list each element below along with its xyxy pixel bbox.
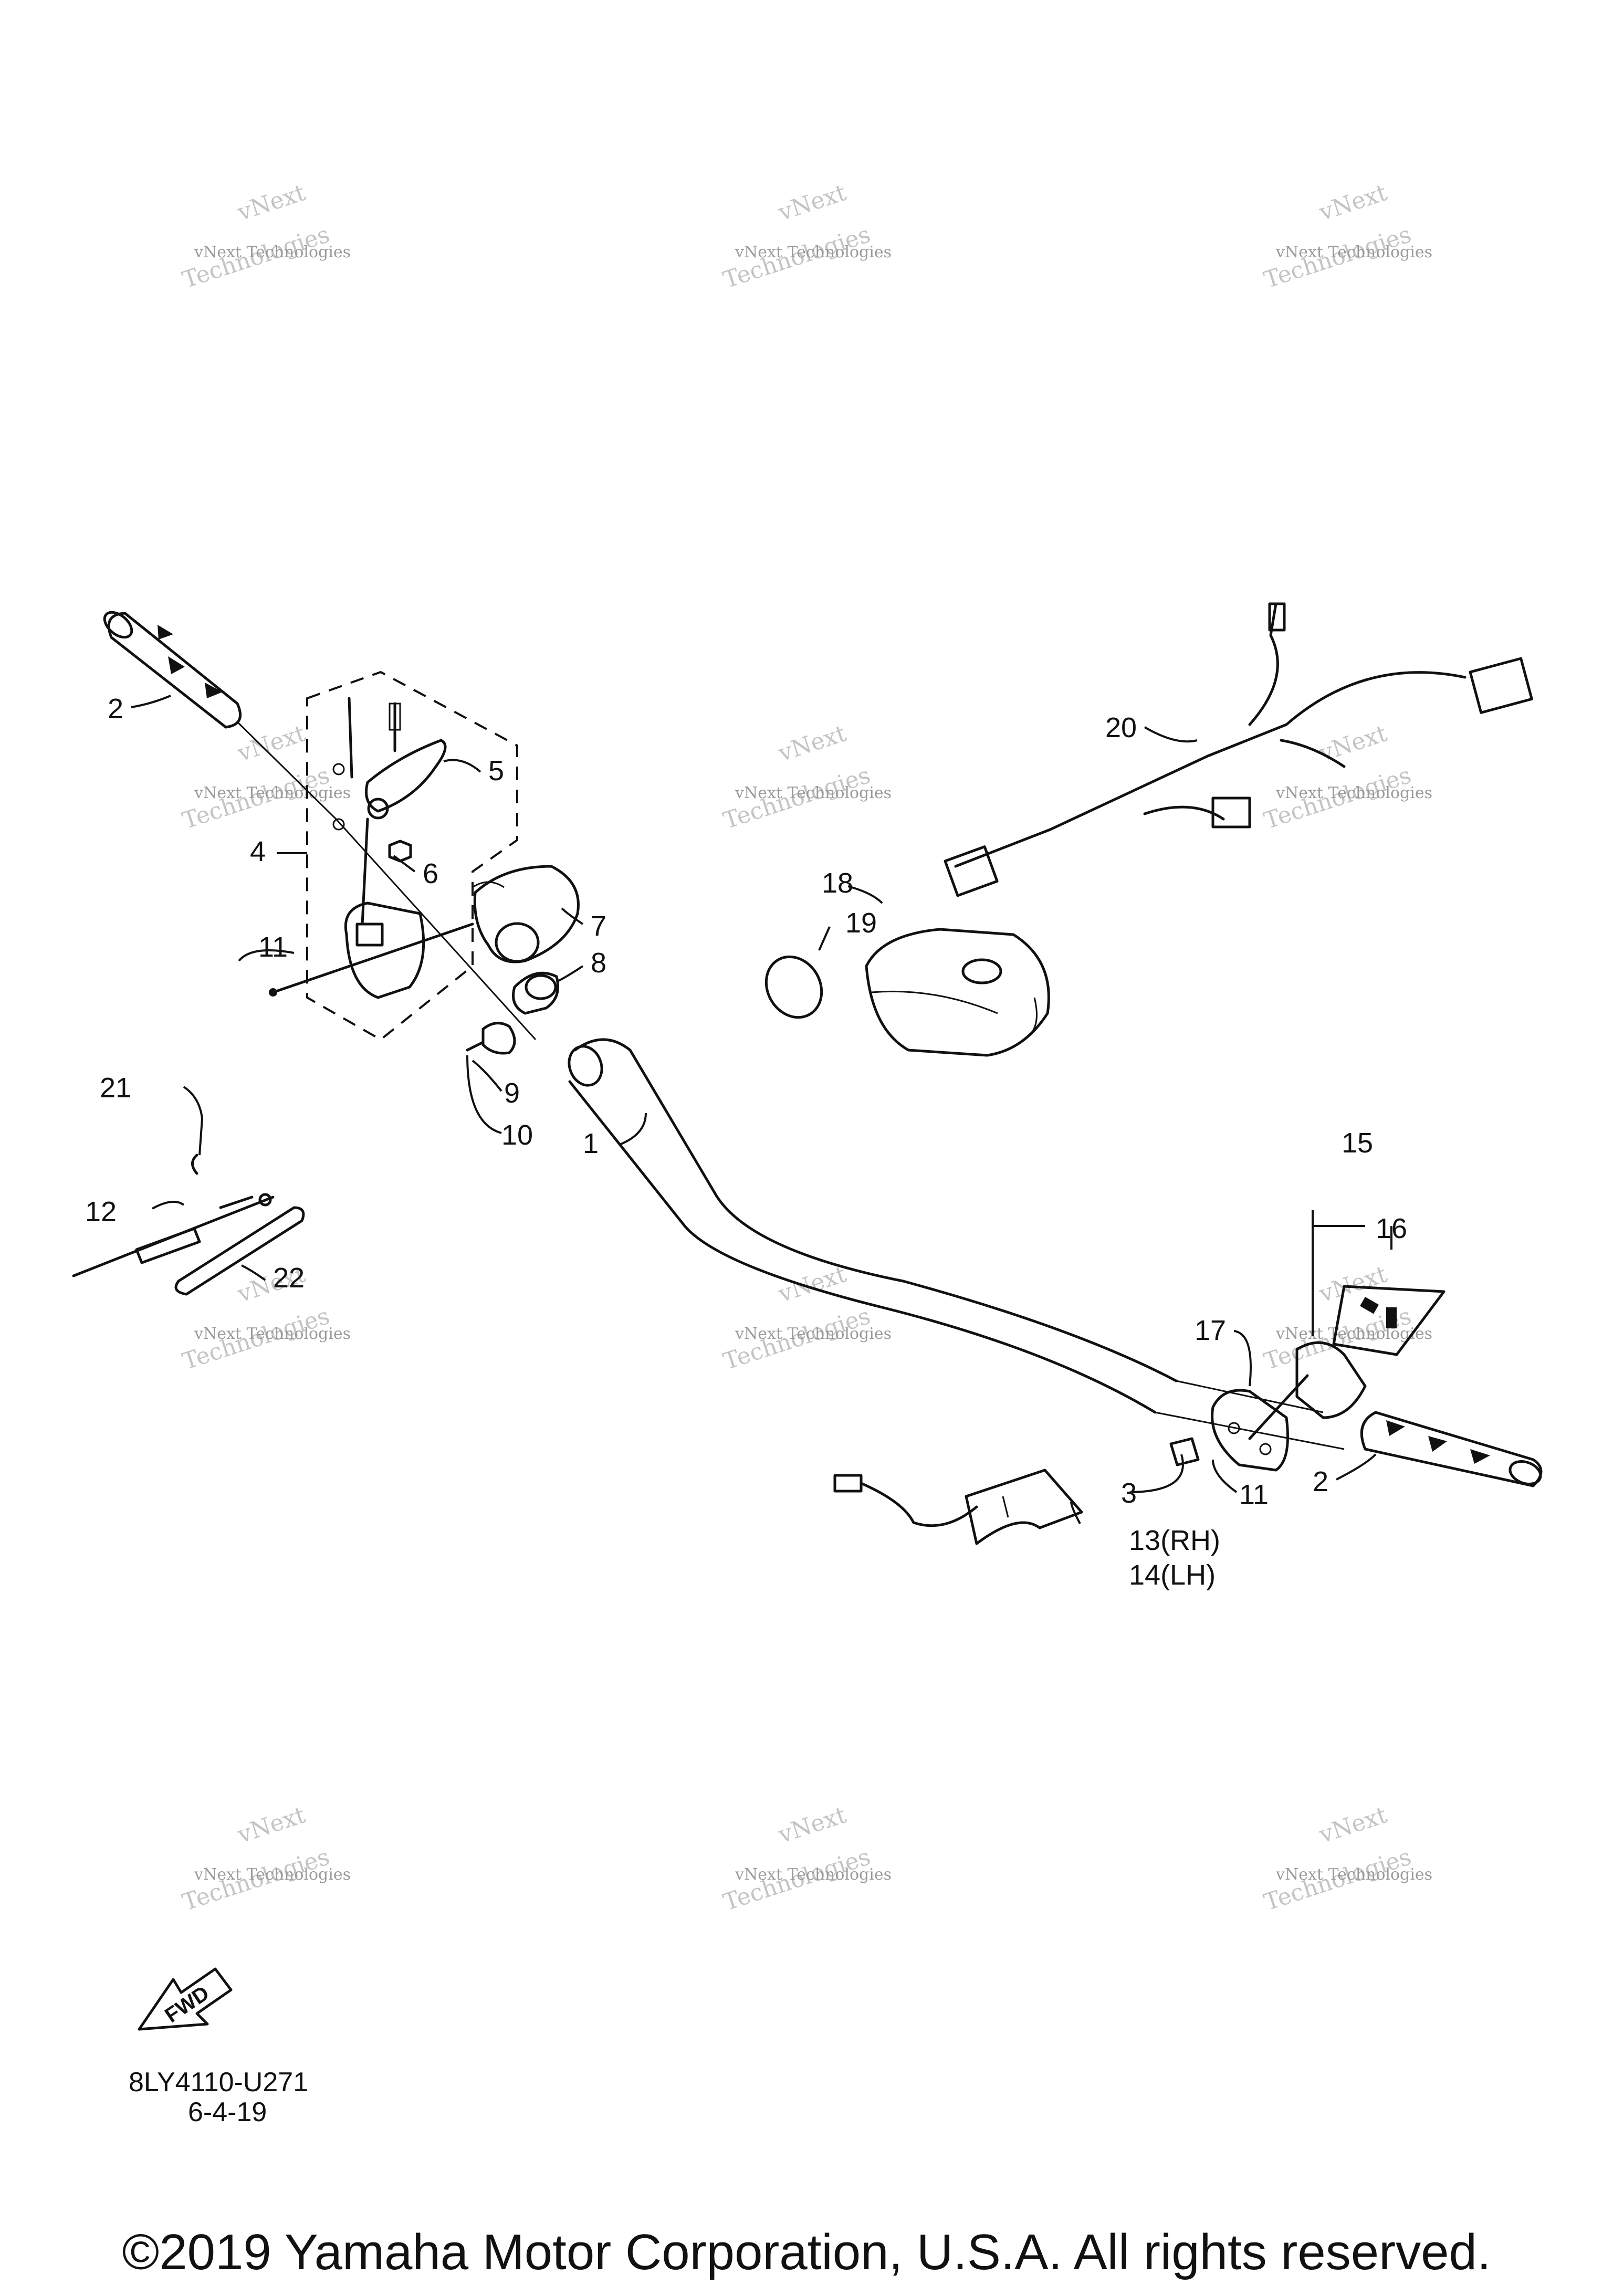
throttle-cable-12: [72, 1193, 275, 1277]
callout-18: 18: [822, 867, 853, 899]
svg-text:vNext: vNext: [775, 720, 850, 767]
callout-2-right: 2: [1313, 1466, 1328, 1497]
spacer-3: [1169, 1437, 1200, 1466]
svg-text:vNext Technologies: vNext Technologies: [194, 1325, 351, 1343]
grip-cover-18: [865, 928, 1050, 1057]
callout-22: 22: [273, 1262, 305, 1294]
handlebar-1: [568, 1038, 1345, 1450]
svg-text:vNext Technologies: vNext Technologies: [735, 1865, 892, 1884]
callout-21: 21: [100, 1072, 131, 1104]
grip-right: [1360, 1411, 1543, 1487]
svg-text:vNext: vNext: [1316, 720, 1390, 767]
callout-3: 3: [1121, 1477, 1137, 1509]
svg-text:vNext Technologies: vNext Technologies: [194, 784, 351, 802]
svg-text:vNext: vNext: [234, 720, 309, 767]
callout-1: 1: [583, 1128, 599, 1159]
watermark: vNext Technologies vNext Technologies: [720, 1801, 892, 1916]
callout-11-left: 11: [258, 931, 288, 963]
svg-text:vNext Technologies: vNext Technologies: [1275, 243, 1432, 261]
wire-harness-20: [944, 602, 1533, 897]
callout-5: 5: [488, 755, 504, 787]
callout-4: 4: [250, 836, 266, 867]
watermark: vNext Technologies vNext Technologies: [179, 179, 351, 293]
svg-text:vNext Technologies: vNext Technologies: [1275, 784, 1432, 802]
svg-text:vNext: vNext: [234, 179, 309, 226]
svg-text:vNext: vNext: [234, 1801, 309, 1849]
watermark: vNext Technologies vNext Technologies: [720, 720, 892, 834]
copyright-notice: ©2019 Yamaha Motor Corporation, U.S.A. A…: [122, 2224, 1491, 2280]
callout-17: 17: [1195, 1315, 1226, 1346]
callout-6: 6: [423, 858, 438, 889]
callout-14-lh: 14(LH): [1129, 1559, 1216, 1591]
watermark: vNext Technologies vNext Technologies: [179, 1801, 351, 1916]
callout-20: 20: [1105, 712, 1137, 743]
callout-15: 15: [1342, 1127, 1373, 1159]
switch-assembly-15: [1248, 1285, 1446, 1440]
watermark: vNext Technologies vNext Technologies: [179, 720, 351, 834]
assembly-group-4: [269, 670, 537, 1041]
watermark: vNext Technologies vNext Technologies: [1261, 1801, 1432, 1916]
grip-left: [103, 611, 337, 820]
svg-text:vNext: vNext: [775, 179, 850, 226]
callout-7: 7: [591, 910, 606, 942]
clip-19: [764, 955, 823, 1019]
watermark: vNext Technologies vNext Technologies: [720, 179, 892, 293]
callouts: 1 2 2 3 4 5 6 7 8 9 10 11 11 12 13(RH) 1…: [85, 693, 1407, 1591]
svg-text:vNext: vNext: [775, 1261, 850, 1308]
switch-9: [466, 1022, 516, 1055]
watermark: vNext Technologies vNext Technologies: [179, 1261, 351, 1375]
watermark-grid: vNext Technologies vNext Technologies vN…: [179, 179, 1432, 1916]
bracket-17: [1211, 1389, 1289, 1472]
svg-text:vNext: vNext: [1316, 179, 1390, 226]
watermark: vNext Technologies vNext Technologies: [1261, 720, 1432, 834]
callout-13-rh: 13(RH): [1129, 1525, 1220, 1556]
callout-12: 12: [85, 1196, 117, 1228]
callout-16: 16: [1376, 1213, 1407, 1244]
svg-text:vNext Technologies: vNext Technologies: [735, 1325, 892, 1343]
svg-text:vNext: vNext: [1316, 1801, 1390, 1849]
watermark: vNext Technologies vNext Technologies: [720, 1261, 892, 1375]
svg-text:vNext: vNext: [1316, 1261, 1390, 1308]
bushing-8: [512, 971, 559, 1015]
drawing-date: 6-4-19: [188, 2097, 267, 2127]
callout-8: 8: [591, 947, 606, 979]
svg-text:vNext Technologies: vNext Technologies: [194, 1865, 351, 1884]
throttle-cover-7: [472, 865, 580, 963]
svg-text:vNext Technologies: vNext Technologies: [194, 243, 351, 261]
svg-text:vNext: vNext: [775, 1801, 850, 1849]
leader-lines: [131, 695, 1392, 1524]
tube-22: [174, 1206, 305, 1296]
drawing-code: 8LY4110-U271: [129, 2067, 308, 2098]
svg-text:vNext Technologies: vNext Technologies: [735, 243, 892, 261]
svg-text:vNext Technologies: vNext Technologies: [1275, 1865, 1432, 1884]
watermark: vNext Technologies vNext Technologies: [1261, 179, 1432, 293]
svg-text:vNext Technologies: vNext Technologies: [735, 784, 892, 802]
callout-11-right: 11: [1239, 1479, 1269, 1511]
fwd-arrow-icon: FWD: [138, 1967, 233, 2031]
callout-2-left: 2: [108, 693, 123, 725]
callout-19: 19: [845, 907, 877, 939]
callout-10: 10: [501, 1119, 533, 1151]
heater-element-13-14: [833, 1469, 1083, 1545]
callout-9: 9: [504, 1077, 520, 1109]
clip-21: [191, 1154, 198, 1175]
